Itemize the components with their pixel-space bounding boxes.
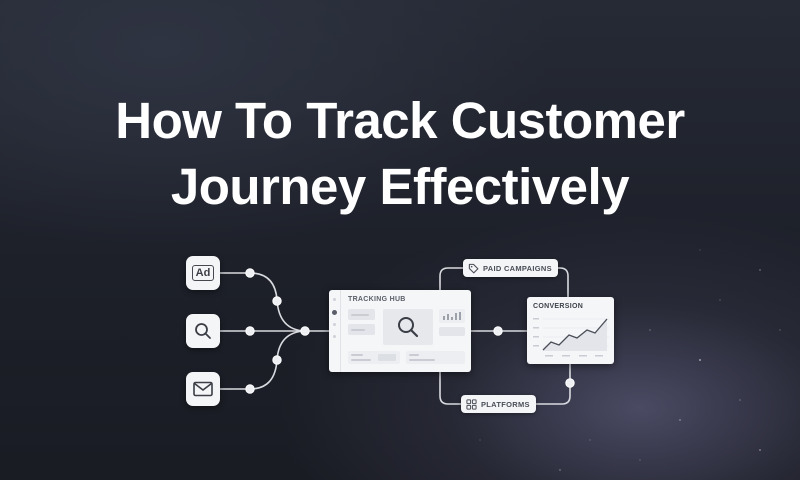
placeholder-block	[439, 327, 465, 336]
node-dot	[272, 355, 282, 365]
mini-bar-chart	[439, 309, 465, 323]
platforms-text: PLATFORMS	[481, 399, 530, 409]
node-dot	[565, 378, 575, 388]
hub-title: TRACKING HUB	[348, 296, 406, 303]
search-icon	[195, 323, 211, 339]
paid-campaigns-label: PAID CAMPAIGNS	[463, 259, 558, 277]
headline: How To Track Customer Journey Effectivel…	[0, 88, 800, 220]
conversion-card: CONVERSION	[527, 297, 614, 364]
placeholder-block	[348, 309, 375, 320]
node-dot	[245, 384, 255, 394]
tracking-hub-card: TRACKING HUB	[329, 290, 471, 372]
mail-icon	[193, 381, 213, 397]
node-dot	[245, 268, 255, 278]
placeholder-block	[348, 351, 400, 364]
placeholder-block	[406, 351, 465, 364]
node-dot	[493, 326, 503, 336]
paid-campaigns-text: PAID CAMPAIGNS	[483, 263, 552, 273]
node-dot	[245, 326, 255, 336]
conversion-line-chart	[533, 318, 609, 357]
ad-icon: Ad	[191, 265, 215, 281]
search-source-card	[186, 314, 220, 348]
grid-icon	[466, 398, 477, 410]
hub-sidebar	[329, 290, 341, 372]
headline-line-1: How To Track Customer	[115, 92, 685, 149]
conversion-title: CONVERSION	[533, 303, 584, 310]
search-icon	[398, 317, 419, 338]
ad-source-card: Ad	[186, 256, 220, 290]
headline-line-2: Journey Effectively	[170, 158, 630, 215]
tag-icon	[468, 263, 479, 273]
node-dot	[300, 326, 310, 336]
platforms-label: PLATFORMS	[461, 395, 536, 413]
node-dot	[272, 296, 282, 306]
placeholder-block	[348, 324, 375, 335]
trend-line	[542, 318, 608, 351]
mail-source-card	[186, 372, 220, 406]
hub-search-panel	[383, 309, 433, 345]
